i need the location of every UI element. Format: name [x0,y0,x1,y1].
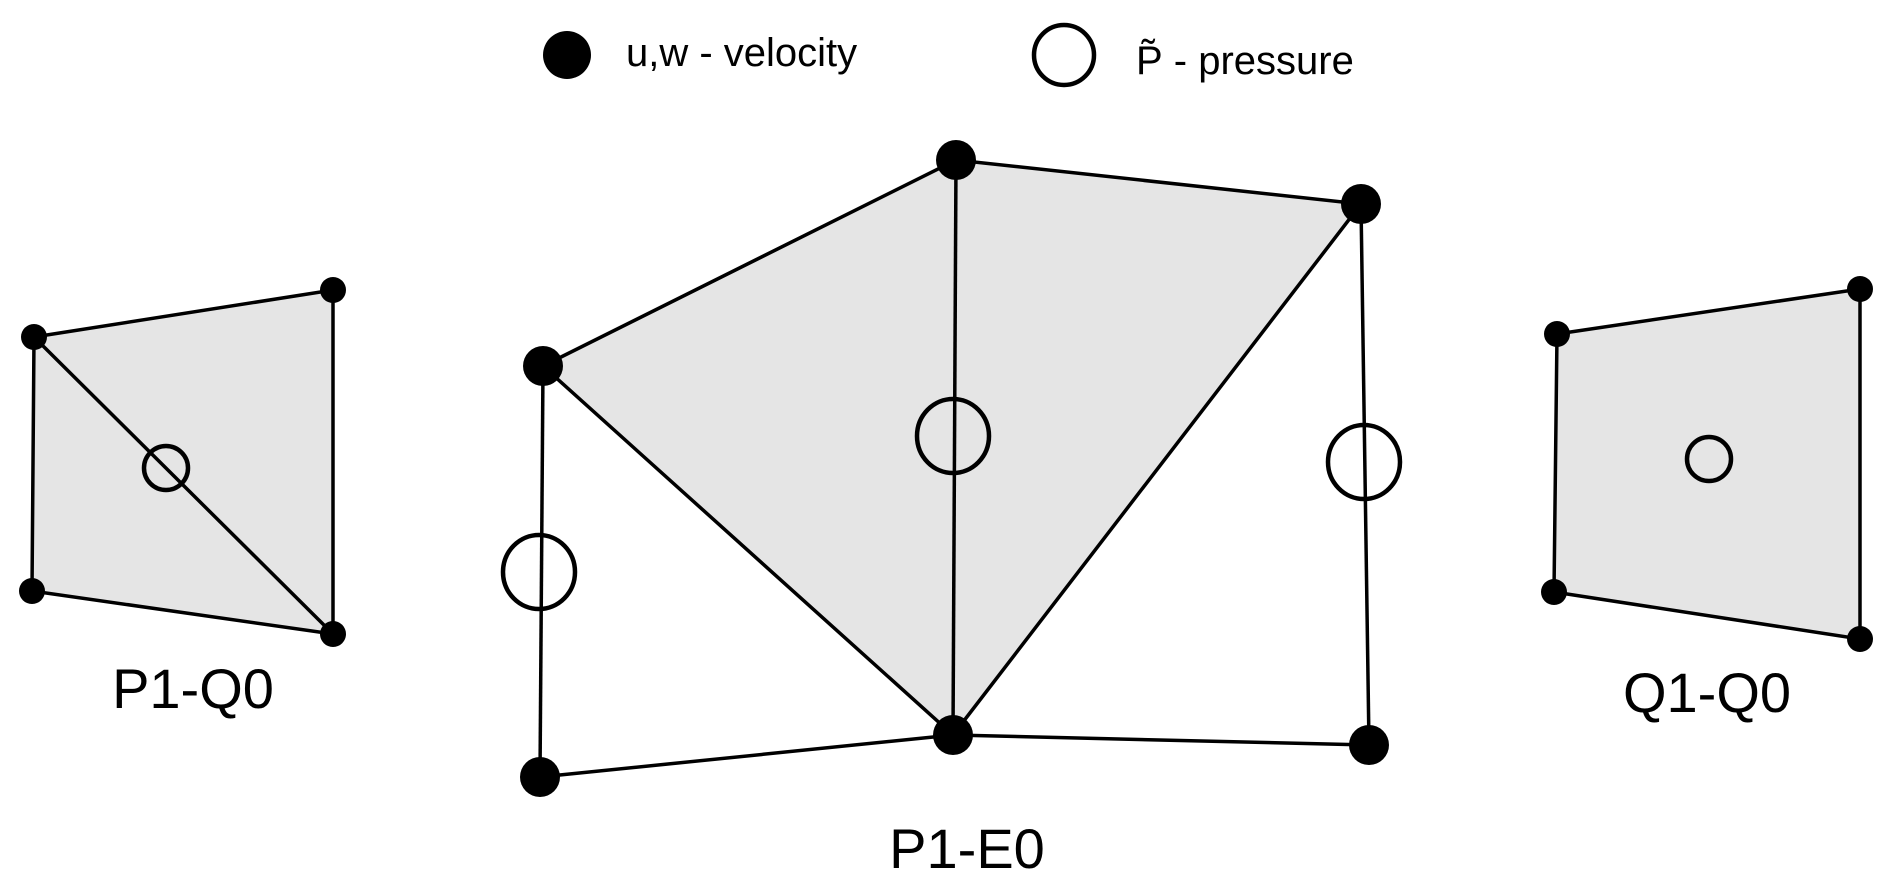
p1-e0-left-edge [538,365,545,778]
legend: u,w - velocity P̃ - pressure [543,22,1354,88]
pressure-legend-marker-icon [1031,22,1097,88]
p1-e0-center-edge [951,159,958,736]
velocity-node [1349,725,1389,765]
q1-q0-label: Q1-Q0 [1623,661,1791,724]
velocity-node [1541,579,1567,605]
p1-q0-diagonal [32,335,335,636]
q1-q0-fill [1554,289,1860,639]
pressure-node [1325,422,1403,502]
p1-e0-bottom-left-edge [539,733,954,779]
pressure-node [500,532,578,612]
velocity-node [936,140,976,180]
velocity-legend-marker-icon [543,31,591,79]
element-p1-e0: P1-E0 [500,140,1403,880]
velocity-node [933,715,973,755]
velocity-legend-label: u,w - velocity [626,31,857,75]
velocity-node [523,346,563,386]
velocity-node [19,578,45,604]
velocity-node [520,757,560,797]
pressure-node [1684,434,1734,484]
p1-e0-label: P1-E0 [889,817,1045,880]
p1-e0-fill [543,160,1361,735]
velocity-node [1847,626,1873,652]
velocity-node [320,621,346,647]
p1-q0-fill [32,290,333,634]
p1-e0-right-edge [1359,203,1371,746]
pressure-node [141,443,191,493]
p1-q0-label: P1-Q0 [112,657,274,720]
velocity-node [1544,321,1570,347]
element-p1-q0: P1-Q0 [19,277,346,720]
p1-e0-bottom-right-edge [952,733,1370,747]
velocity-node [320,277,346,303]
velocity-node [21,324,47,350]
velocity-node [1847,276,1873,302]
pressure-node [914,396,992,476]
velocity-node [1341,184,1381,224]
element-q1-q0: Q1-Q0 [1541,276,1873,724]
pressure-legend-label: P̃ - pressure [1136,38,1354,83]
